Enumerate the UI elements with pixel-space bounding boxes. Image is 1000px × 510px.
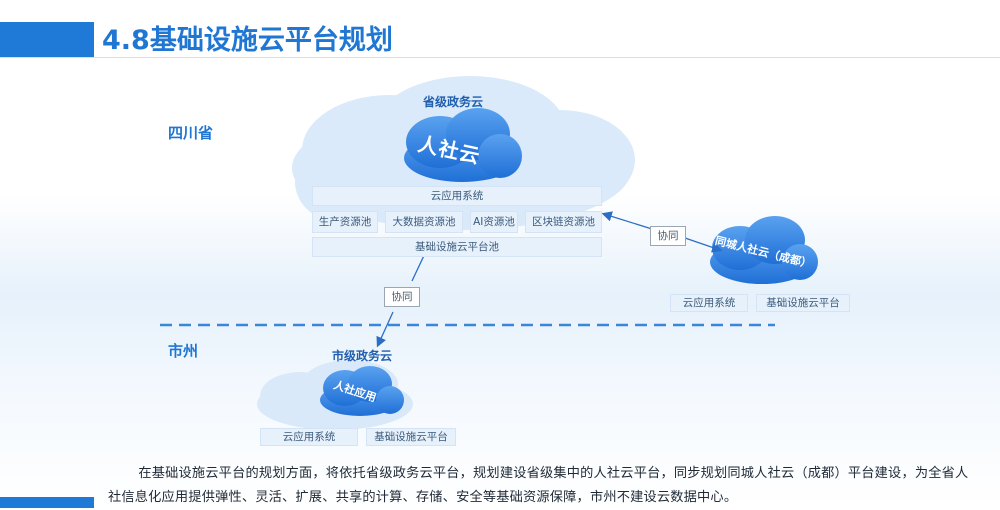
region-label-province: 四川省: [168, 124, 214, 142]
region-label-city: 市州: [168, 342, 199, 360]
chengdu-app-system: 云应用系统: [670, 294, 748, 312]
collab-label-city: 协同: [384, 287, 420, 307]
arrow-collab-left: [601, 211, 653, 230]
city-badge-cloud-shape: [320, 366, 404, 416]
pool-bigdata: 大数据资源池: [385, 211, 463, 233]
renshe-cloud-badge-shape: [404, 108, 522, 182]
body-paragraph: 在基础设施云平台的规划方面，将依托省级政务云平台，规划建设省级集中的人社云平台，…: [108, 466, 969, 505]
arrow-collab-right: [684, 237, 723, 253]
collab-label-chengdu: 协同: [650, 226, 686, 246]
pool-ai: AI资源池: [470, 211, 518, 233]
footer-accent-bar: [0, 497, 94, 508]
arrow-to-city: [376, 311, 394, 348]
city-infra-platform: 基础设施云平台: [366, 428, 456, 446]
cloud-app-system-bar: 云应用系统: [312, 186, 602, 206]
pool-blockchain: 区块链资源池: [525, 211, 602, 233]
infra-pool-bar: 基础设施云平台池: [312, 237, 602, 257]
title-divider: [0, 57, 1000, 58]
chengdu-infra-platform: 基础设施云平台: [756, 294, 850, 312]
city-cloud-label: 市级政务云: [332, 349, 393, 363]
chengdu-cloud-shape: [710, 216, 818, 284]
page-title: 4.8基础设施云平台规划: [102, 25, 393, 56]
title-accent-bar: [0, 22, 94, 58]
city-app-system: 云应用系统: [260, 428, 358, 446]
provincial-cloud-label: 省级政务云: [423, 95, 484, 109]
pool-production: 生产资源池: [312, 211, 378, 233]
